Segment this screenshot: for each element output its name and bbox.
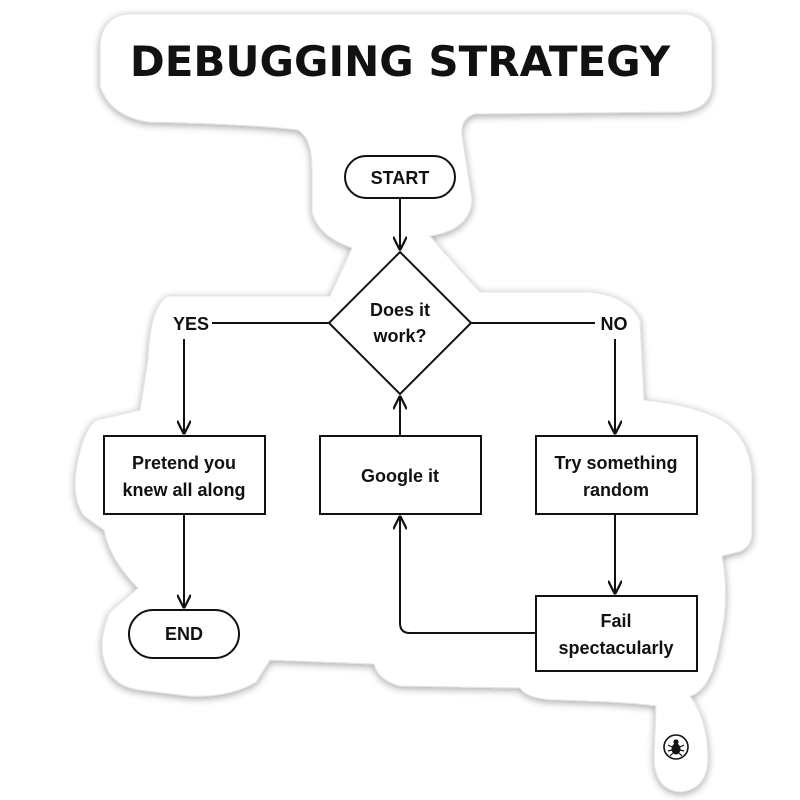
try-box: [535, 435, 698, 515]
no-label: NO: [601, 314, 628, 334]
google-label: Google it: [361, 466, 439, 486]
pretend-label-line1: Pretend you: [132, 453, 236, 473]
fail-label-line1: Fail: [600, 611, 631, 631]
bug-icon: [663, 734, 689, 760]
page-title: DEBUGGING STRATEGY: [130, 37, 671, 86]
start-label: START: [371, 168, 430, 188]
sticker-outline: [74, 13, 753, 793]
pretend-box: [103, 435, 266, 515]
end-label: END: [165, 624, 203, 644]
decision-label-line2: work?: [372, 326, 426, 346]
fail-box: [535, 595, 698, 672]
decision-label-line1: Does it: [370, 300, 430, 320]
pretend-label-line2: knew all along: [122, 480, 245, 500]
try-label-line2: random: [583, 480, 649, 500]
try-label-line1: Try something: [554, 453, 677, 473]
google-box: [319, 435, 482, 515]
decision-diamond: [327, 250, 473, 396]
yes-label: YES: [173, 314, 209, 334]
edge-fail-to-google: [400, 517, 536, 634]
fail-label-line2: spectacularly: [558, 638, 673, 658]
end-terminal: [128, 609, 240, 659]
